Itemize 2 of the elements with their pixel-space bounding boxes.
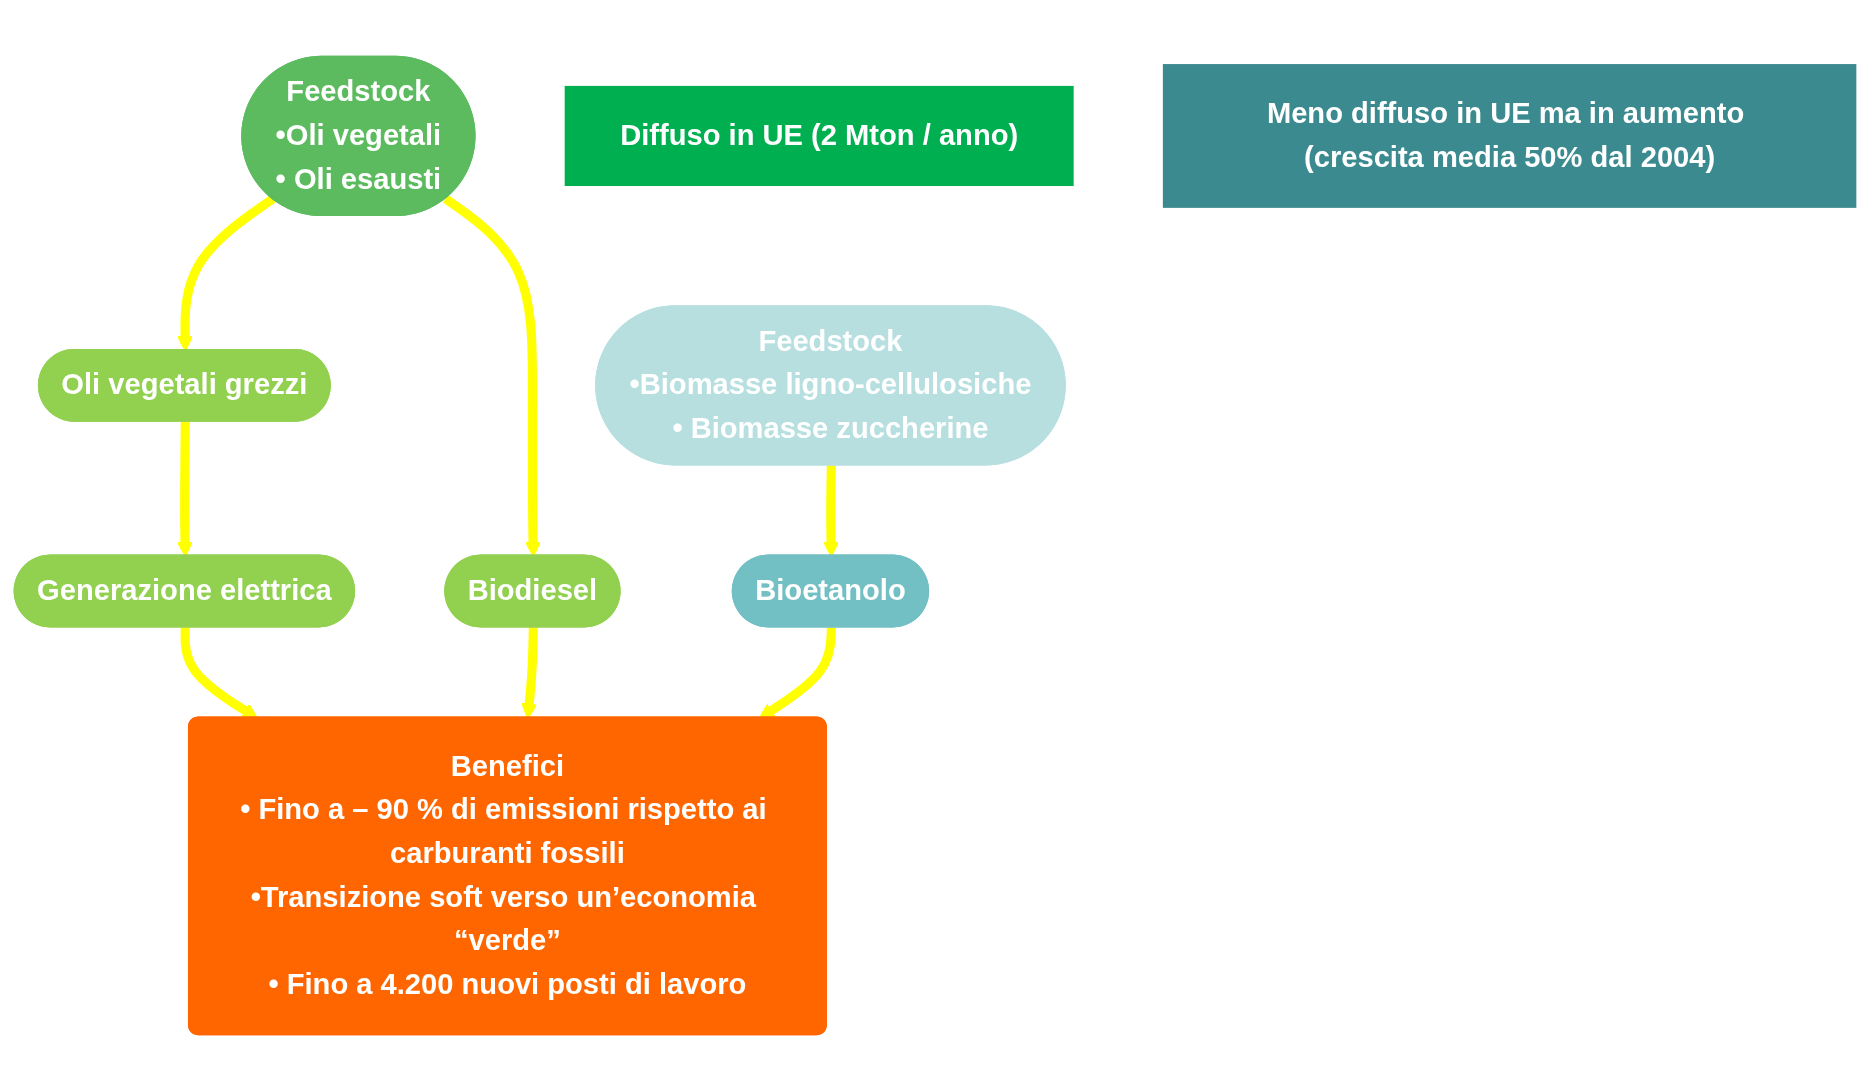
node-box: Meno diffuso in UE ma in aumento (crescita media 50% dal 2004)	[1162, 64, 1857, 208]
node-box: Diffuso in UE (2 Mton / anno)	[564, 85, 1074, 186]
